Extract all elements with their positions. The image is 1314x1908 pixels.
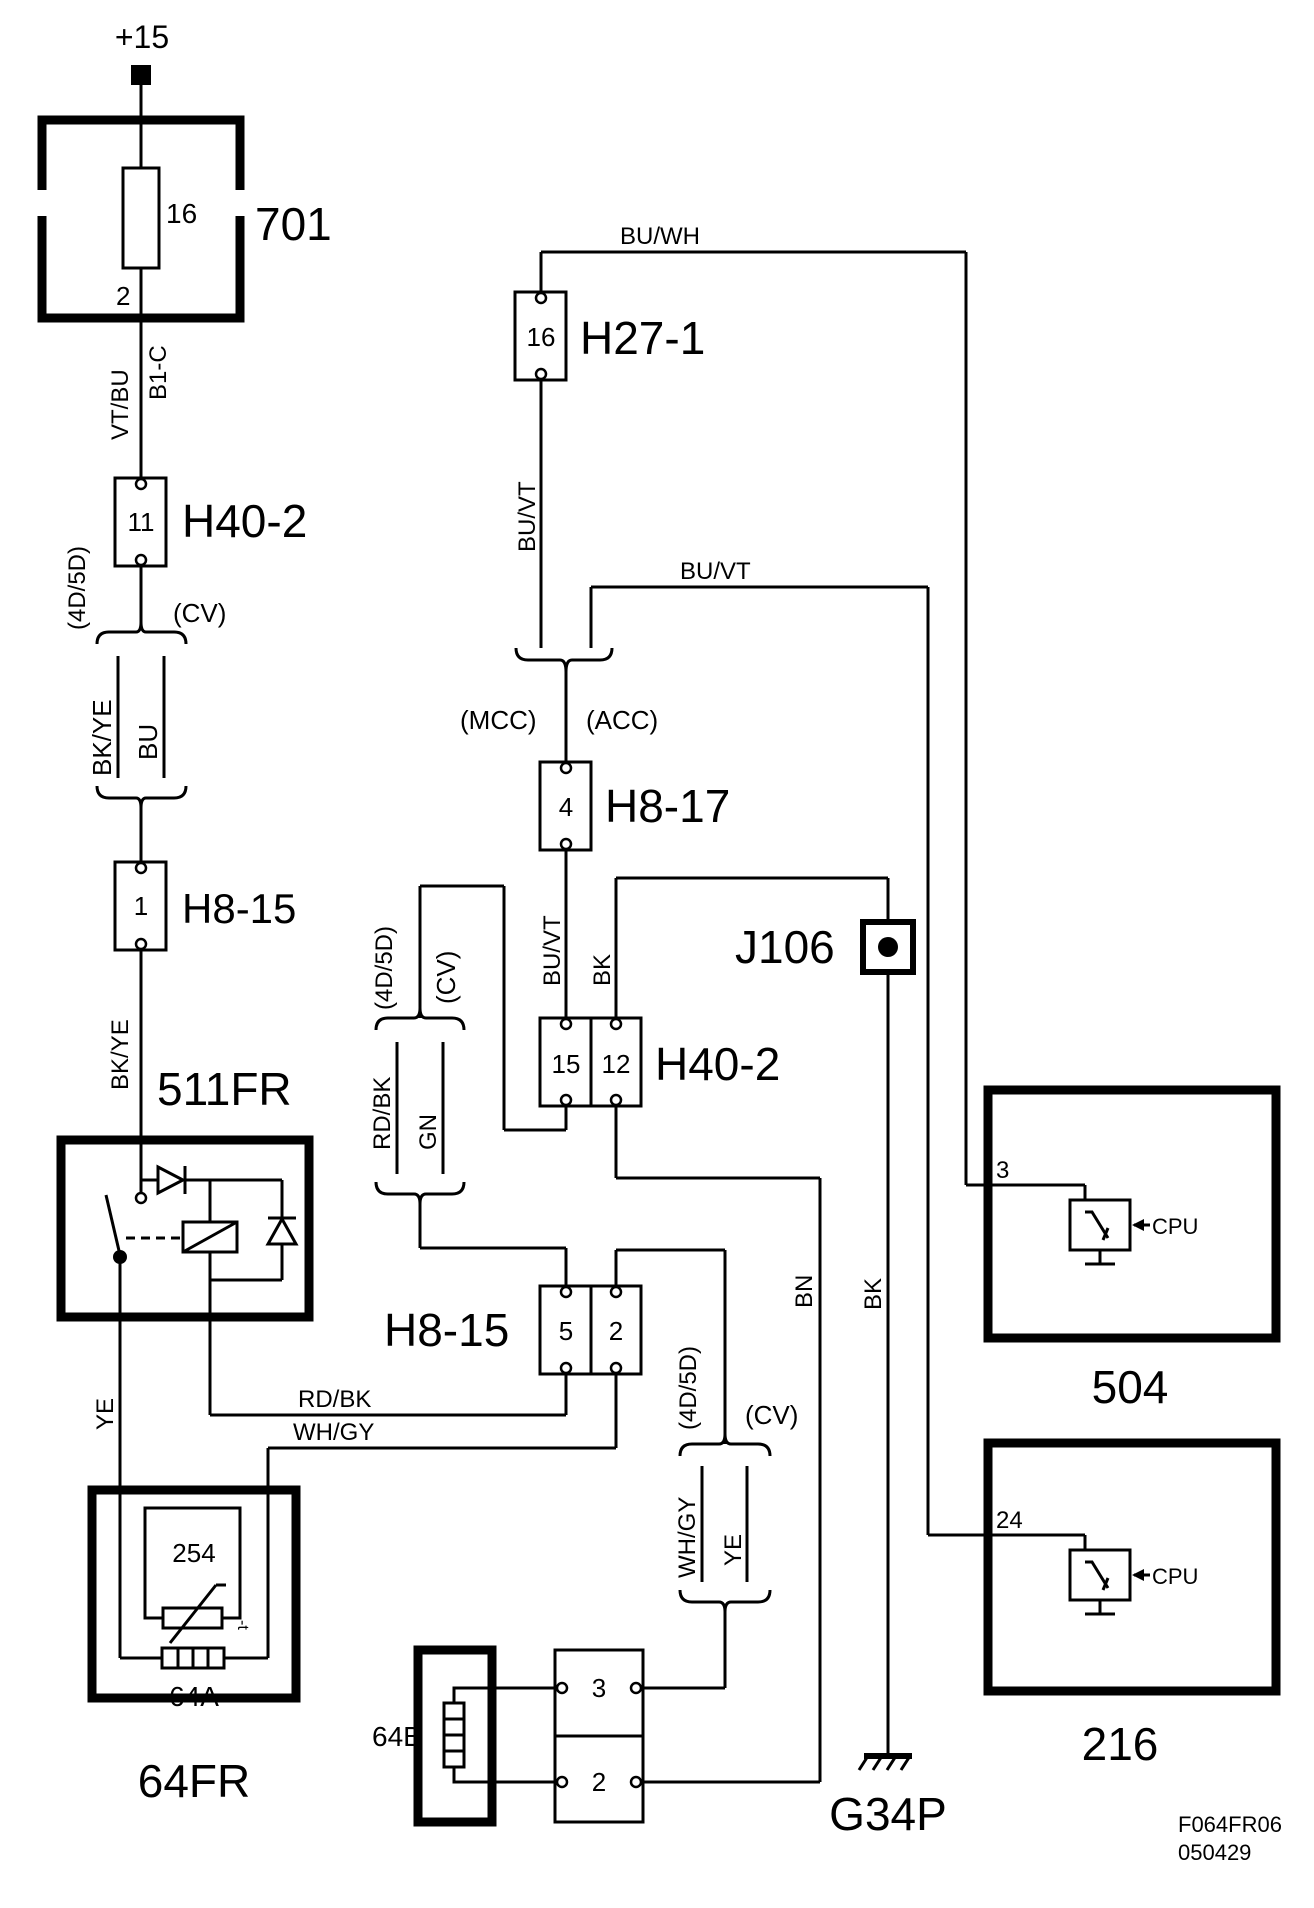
variant-brace-4d5d-cv: (4D/5D) (CV) BK/YE BU bbox=[64, 546, 226, 809]
module-504-label: 504 bbox=[1092, 1361, 1169, 1413]
cpu-label-216: CPU bbox=[1152, 1564, 1198, 1589]
svg-text:12: 12 bbox=[602, 1049, 631, 1079]
wire-vt-bu: VT/BU bbox=[107, 369, 134, 440]
svg-text:2: 2 bbox=[609, 1316, 623, 1346]
connector-h8-15-pins-5-2: 5 2 H8-15 bbox=[384, 1284, 643, 1376]
svg-text:1: 1 bbox=[134, 891, 148, 921]
svg-text:(ACC): (ACC) bbox=[586, 705, 658, 735]
svg-text:3: 3 bbox=[592, 1673, 606, 1703]
fuse-16 bbox=[121, 166, 161, 270]
supply-label: +15 bbox=[115, 19, 169, 55]
svg-text:(CV): (CV) bbox=[745, 1400, 798, 1430]
sensor-64b-label: 64B bbox=[372, 1721, 422, 1752]
variant-brace-rdbk-gn: (4D/5D) (CV) RD/BK GN bbox=[369, 926, 466, 1205]
h40-2-mid-id: H40-2 bbox=[655, 1038, 780, 1090]
connector-h8-15-pin-1: 1 H8-15 bbox=[113, 860, 296, 952]
svg-text:16: 16 bbox=[527, 322, 556, 352]
module-504: 3 CPU 504 bbox=[983, 1085, 1281, 1413]
fuse-box-id: 701 bbox=[255, 198, 332, 250]
h40-2-top-id: H40-2 bbox=[182, 495, 307, 547]
fuse-pin: 2 bbox=[116, 281, 130, 311]
svg-text:(CV): (CV) bbox=[173, 598, 226, 628]
wire-b1c: B1-C bbox=[145, 345, 172, 400]
svg-text:(4D/5D): (4D/5D) bbox=[675, 1346, 702, 1430]
wire-wh-gy-a: WH/GY bbox=[293, 1419, 374, 1446]
svg-text:(4D/5D): (4D/5D) bbox=[371, 926, 398, 1010]
splice-j106-label: J106 bbox=[735, 921, 835, 973]
heater-64fr: 254 -t 64A bbox=[87, 1485, 301, 1712]
fuse-box-701: 16 2 701 bbox=[37, 115, 332, 323]
svg-text:15: 15 bbox=[552, 1049, 581, 1079]
svg-text:24: 24 bbox=[996, 1507, 1023, 1534]
svg-text:2: 2 bbox=[592, 1767, 606, 1797]
connector-h40-2-pin-11: 11 H40-2 bbox=[113, 476, 307, 568]
svg-text:5: 5 bbox=[559, 1316, 573, 1346]
element-64a: 64A bbox=[169, 1681, 219, 1712]
relay-511fr bbox=[56, 1135, 314, 1322]
module-216-label: 216 bbox=[1082, 1718, 1159, 1770]
svg-text:4: 4 bbox=[559, 792, 573, 822]
wire-bu-wh: BU/WH bbox=[620, 223, 700, 250]
svg-text:3: 3 bbox=[996, 1157, 1009, 1184]
svg-text:11: 11 bbox=[128, 507, 155, 537]
ground-g34p: G34P bbox=[829, 1753, 947, 1840]
sensor-64b: 64B bbox=[372, 1645, 560, 1827]
module-216: 24 CPU 216 bbox=[983, 1438, 1281, 1770]
wire-ye-a: YE bbox=[92, 1398, 119, 1430]
wire-bk-a: BK bbox=[589, 954, 616, 986]
fuse-number: 16 bbox=[166, 198, 197, 229]
wire-bu-vt-b: BU/VT bbox=[539, 915, 566, 986]
wire-bu-vt-c: BU/VT bbox=[680, 558, 751, 585]
h27-1-id: H27-1 bbox=[580, 312, 705, 364]
svg-text:(MCC): (MCC) bbox=[460, 705, 537, 735]
variant-brace-whgy-ye: (4D/5D) (CV) WH/GY YE bbox=[674, 1346, 798, 1613]
connector-h40-2-pins-15-12: 15 12 H40-2 bbox=[538, 1016, 780, 1108]
h8-15-mid-id: H8-15 bbox=[384, 1304, 509, 1356]
relay-511fr-label: 511FR bbox=[157, 1063, 292, 1115]
wire-bu-vt-a: BU/VT bbox=[514, 481, 541, 552]
svg-text:BU: BU bbox=[133, 724, 163, 760]
h8-17-id: H8-17 bbox=[605, 780, 730, 832]
h8-15-left-id: H8-15 bbox=[182, 885, 296, 932]
sensor-254: 254 bbox=[172, 1538, 215, 1568]
variant-brace-mcc-acc: (MCC) (ACC) bbox=[460, 647, 658, 735]
connector-h8-17: 4 H8-17 bbox=[538, 760, 730, 852]
supply-terminal bbox=[131, 65, 151, 85]
connector-64b: 3 2 bbox=[553, 1648, 645, 1824]
svg-text:RD/BK: RD/BK bbox=[369, 1077, 396, 1150]
wire-bk-ye-b: BK/YE bbox=[107, 1019, 134, 1090]
drawing-date: 050429 bbox=[1178, 1840, 1251, 1865]
heater-64fr-label: 64FR bbox=[138, 1755, 250, 1807]
drawing-code: F064FR06 bbox=[1178, 1812, 1282, 1837]
svg-text:(4D/5D): (4D/5D) bbox=[64, 546, 91, 630]
wire-rd-bk-b: RD/BK bbox=[298, 1386, 371, 1413]
svg-text:GN: GN bbox=[415, 1114, 442, 1150]
svg-text:(CV): (CV) bbox=[431, 951, 461, 1004]
splice-j106: J106 bbox=[735, 919, 916, 975]
wire-bn: BN bbox=[791, 1275, 818, 1308]
cpu-label-504: CPU bbox=[1152, 1214, 1198, 1239]
ground-g34p-label: G34P bbox=[829, 1788, 947, 1840]
svg-text:YE: YE bbox=[720, 1534, 747, 1566]
svg-text:WH/GY: WH/GY bbox=[674, 1497, 701, 1578]
connector-h27-1: 16 H27-1 bbox=[513, 290, 705, 382]
svg-text:-t: -t bbox=[234, 1620, 251, 1630]
svg-text:BK/YE: BK/YE bbox=[87, 699, 117, 776]
wire-bk-b: BK bbox=[860, 1278, 887, 1310]
